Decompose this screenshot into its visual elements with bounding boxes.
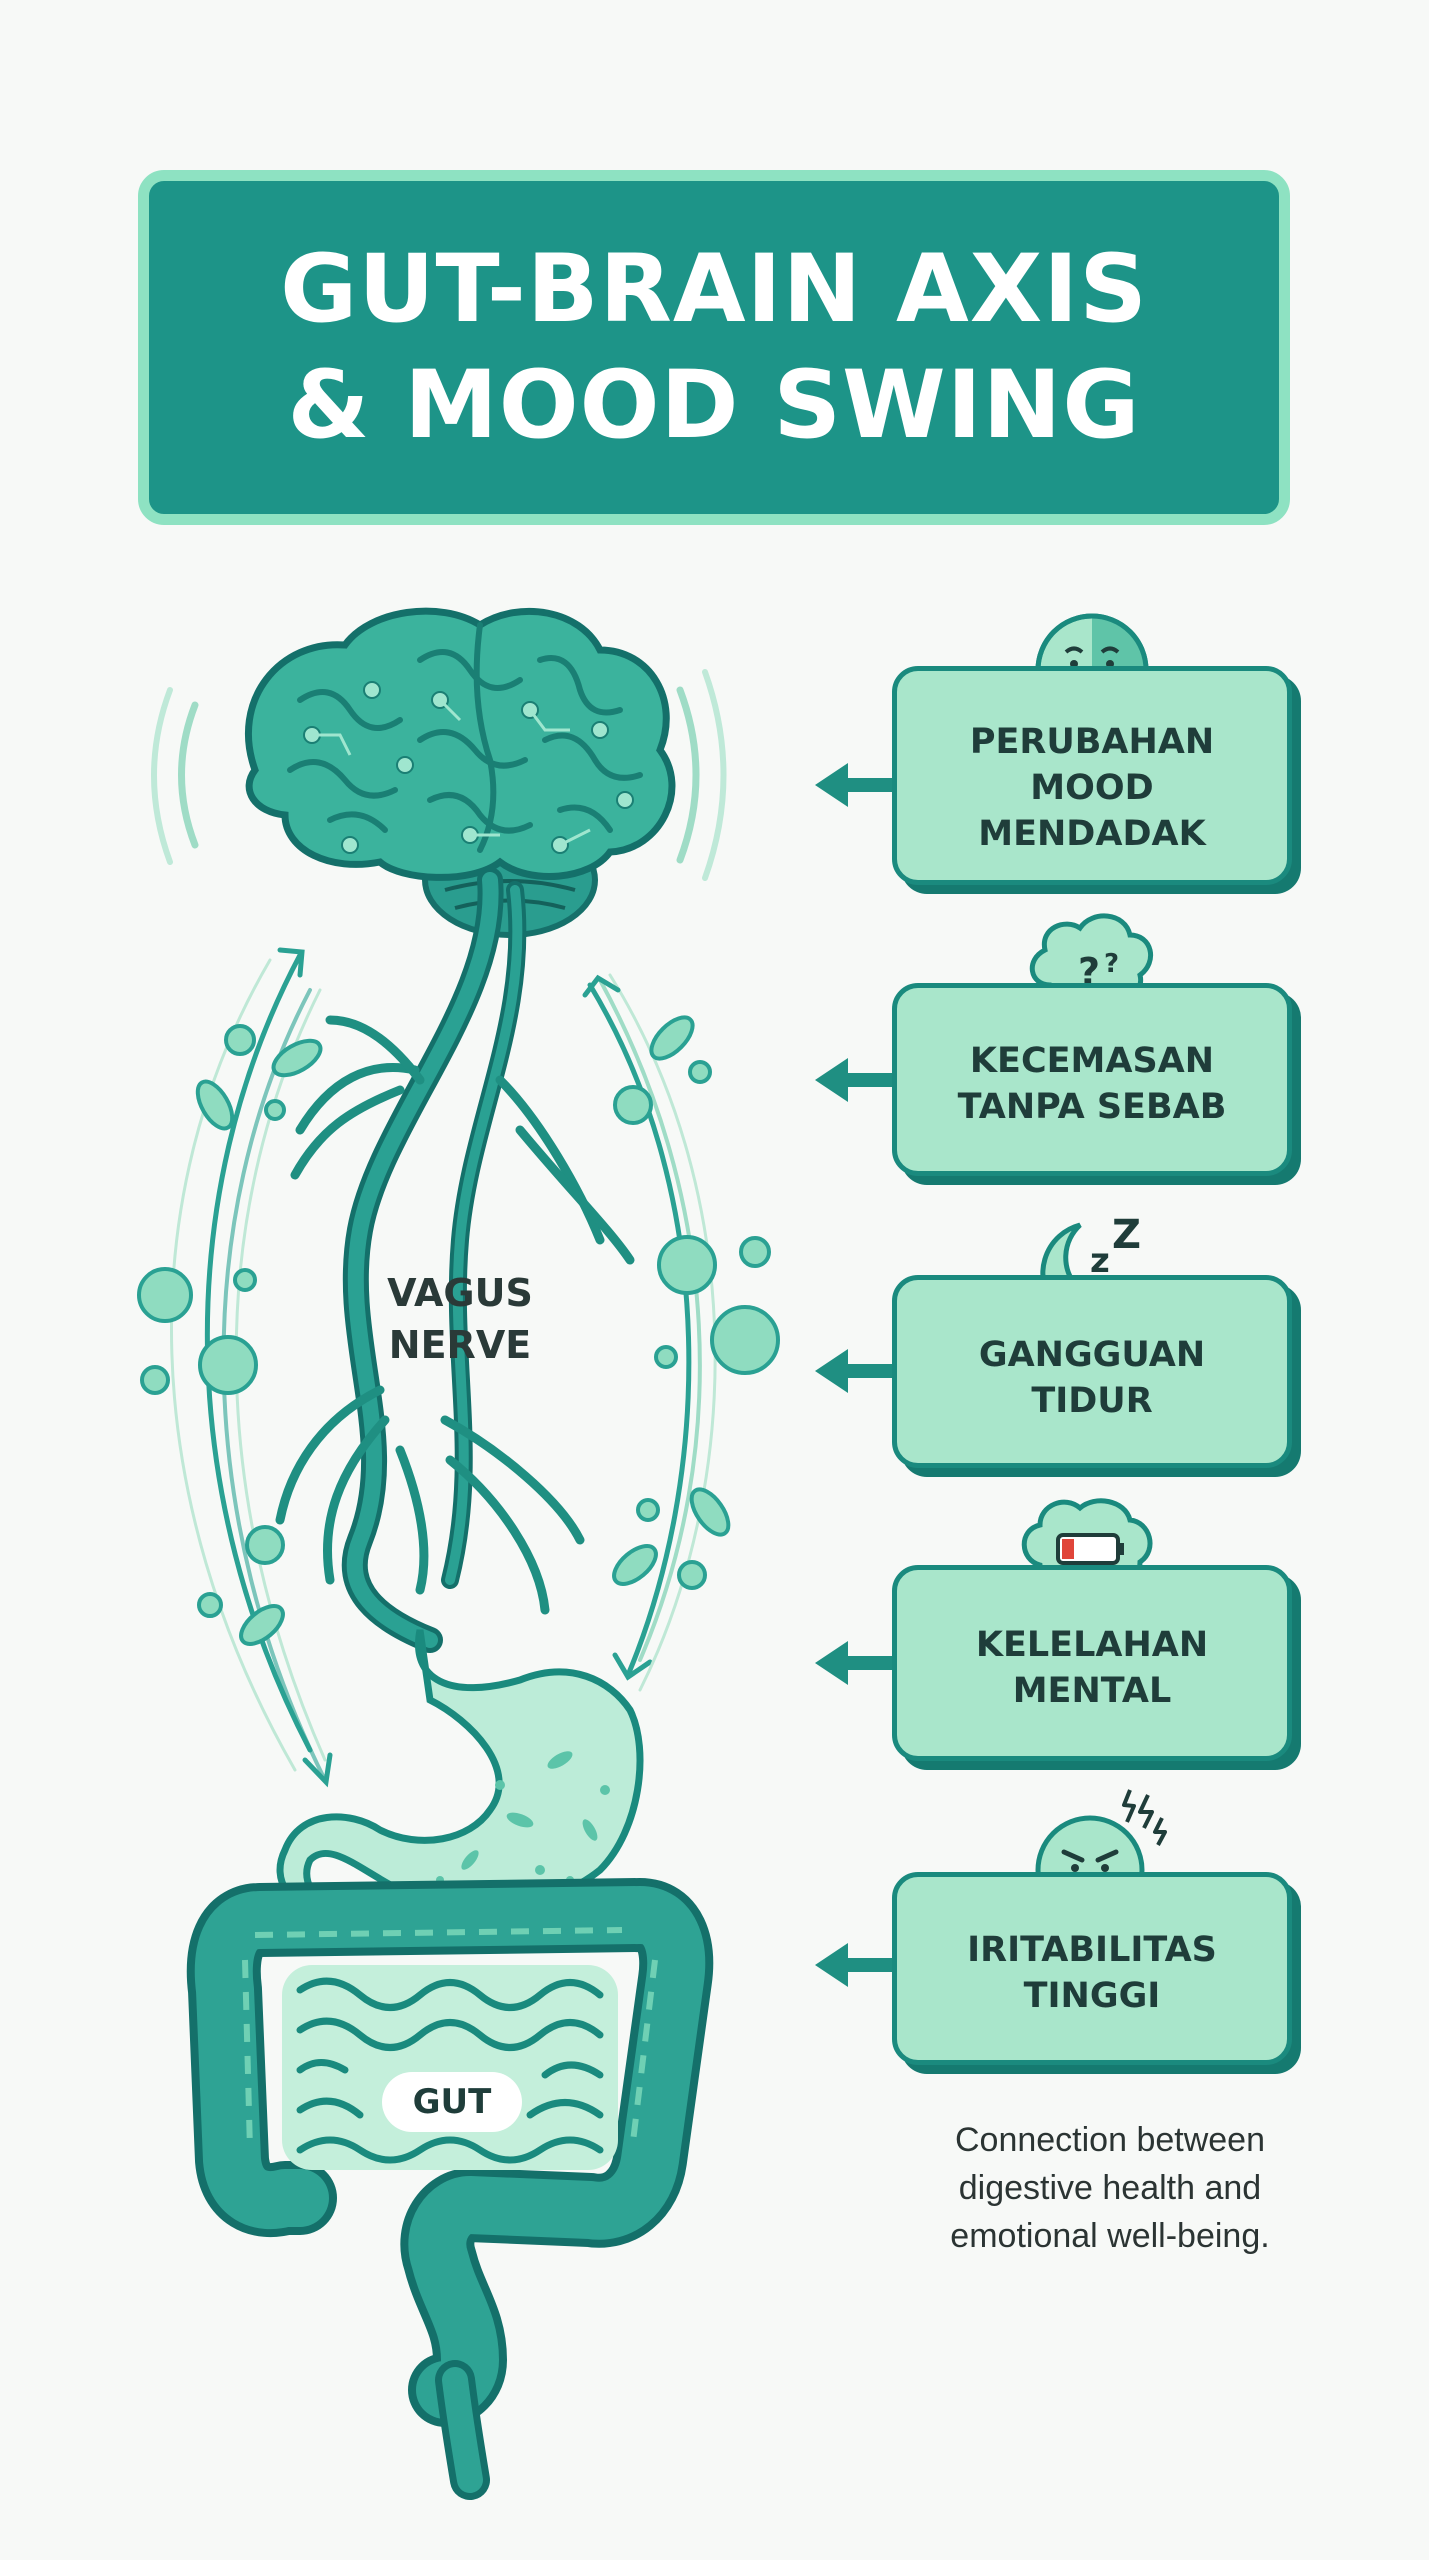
- crescent-moon-zz-icon: z Z: [1040, 1212, 1143, 1326]
- symptom-card-mood-change: PERUBAHAN MOOD MENDADAK: [892, 666, 1292, 885]
- brain-waves-right-icon: [702, 669, 727, 881]
- brain-waves-right-icon: [676, 686, 700, 864]
- gut-label: GUT: [382, 2072, 522, 2132]
- stomach-illustration: [276, 1629, 644, 1914]
- vagus-nerve-label: VAGUS NERVE: [387, 1271, 533, 1367]
- symptom-label: PERUBAHAN MOOD MENDADAK: [969, 721, 1215, 854]
- arrow-left-icon: [815, 1641, 892, 1685]
- brain-cerebrum: [245, 607, 676, 881]
- connector-arrows: [815, 763, 892, 1987]
- title-line-2: & MOOD SWING: [287, 350, 1141, 460]
- symptom-label: KECEMASAN TANPA SEBAB: [957, 1040, 1227, 1127]
- arrow-left-icon: [815, 763, 892, 807]
- symptom-label: IRITABILITAS TINGGI: [967, 1929, 1217, 2016]
- symptom-label: KELELAHAN MENTAL: [975, 1625, 1209, 1711]
- svg-text:?: ?: [1104, 949, 1119, 979]
- symptom-label: GANGGUAN TIDUR: [978, 1334, 1206, 1421]
- arrow-left-icon: [815, 1349, 892, 1393]
- title-banner: GUT-BRAIN AXIS & MOOD SWING: [138, 170, 1290, 525]
- symptom-card-irritability: IRITABILITAS TINGGI: [892, 1872, 1292, 2065]
- title-line-1: GUT-BRAIN AXIS: [280, 234, 1148, 344]
- arrow-left-icon: [815, 1058, 892, 1102]
- vagus-nerve-illustration: [275, 867, 635, 1653]
- brain-illustration: [151, 607, 727, 938]
- svg-text:z: z: [1090, 1241, 1110, 1281]
- svg-text:Z: Z: [1112, 1212, 1141, 1258]
- nerve-branches: [275, 1015, 635, 1615]
- stomach: [276, 1629, 644, 1914]
- caption: Connection between digestive health and …: [950, 2121, 1270, 2255]
- symptom-card-anxiety: KECEMASAN TANPA SEBAB: [892, 983, 1292, 1176]
- arrow-down-right: [587, 982, 692, 1678]
- brain-waves-left-icon: [151, 687, 173, 865]
- microbes: [137, 1015, 780, 1646]
- arrow-left-icon: [815, 1943, 892, 1987]
- intestines-illustration: [186, 1878, 714, 2500]
- lightning-bolt-icon: [1122, 1789, 1167, 1846]
- symptom-card-mental-fatigue: KELELAHAN MENTAL: [892, 1565, 1292, 1761]
- symptom-card-sleep-disorder: GANGGUAN TIDUR: [892, 1275, 1292, 1468]
- small-intestine: [282, 1965, 618, 2170]
- arrow-up-right: [598, 978, 702, 1662]
- brain-waves-left-icon: [178, 701, 199, 849]
